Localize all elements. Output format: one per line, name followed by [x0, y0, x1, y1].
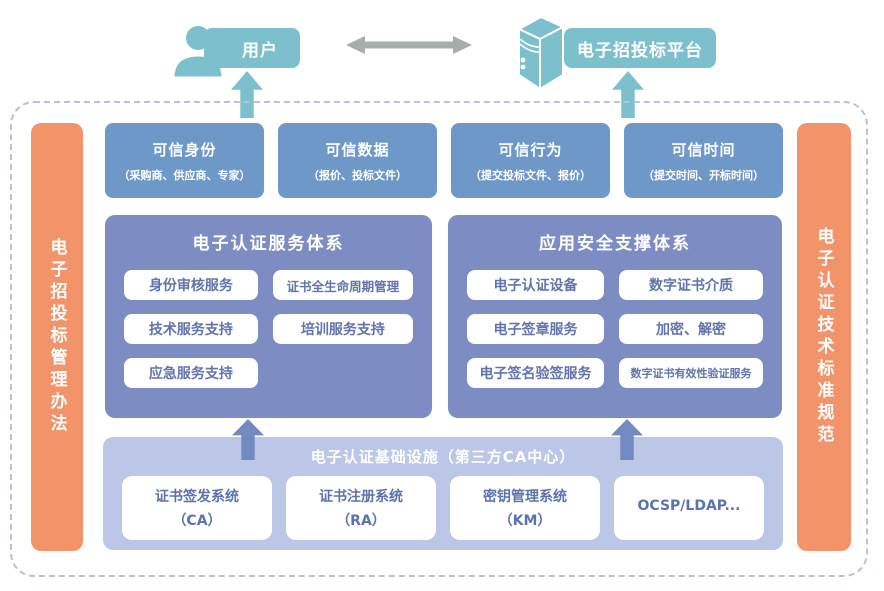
dashed-boundary-frame: [10, 101, 868, 577]
service-pill: 证书全生命周期管理: [272, 270, 413, 300]
card-line1: 证书签发系统: [155, 489, 239, 505]
support-system-title: 应用安全支撑体系: [539, 234, 691, 254]
platform-label-box: 电子招投标平台: [564, 28, 716, 68]
bidirectional-arrow-icon: [346, 36, 472, 54]
ca-infrastructure-box: 电子认证基础设施（第三方CA中心） 证书签发系统 （CA） 证书注册系统 （RA…: [103, 437, 783, 550]
trust-box-time: 可信时间 （提交时间、开标时间）: [624, 123, 783, 198]
card-line2: （KM）: [498, 513, 552, 529]
trust-subtitle: （报价、投标文件）: [308, 168, 407, 182]
infra-card-km: 密钥管理系统 （KM）: [450, 476, 600, 540]
service-pill: 身份审核服务: [124, 270, 258, 300]
user-label-box: 用户: [204, 28, 300, 68]
support-pill: 数字证书介质: [619, 270, 763, 300]
infra-card-ca: 证书签发系统 （CA）: [122, 476, 272, 540]
server-icon: [518, 16, 564, 90]
right-standard-label: 电子认证技术标准规范: [813, 227, 834, 447]
support-pill: 加密、解密: [619, 314, 763, 344]
service-pill: 应急服务支持: [124, 358, 258, 388]
card-line1: 密钥管理系统: [483, 489, 567, 505]
trust-box-data: 可信数据 （报价、投标文件）: [278, 123, 437, 198]
card-line1: 证书注册系统: [319, 489, 403, 505]
support-pill: 电子签名验签服务: [467, 358, 605, 388]
trust-subtitle: （提交投标文件、报价）: [470, 168, 591, 182]
trust-subtitle: （采购商、供应商、专家）: [118, 168, 251, 182]
trust-title: 可信时间: [671, 140, 736, 159]
trust-subtitle: （提交时间、开标时间）: [643, 168, 764, 182]
trust-title: 可信行为: [498, 140, 563, 159]
left-regulation-label: 电子招投标管理办法: [46, 238, 67, 436]
infrastructure-title: 电子认证基础设施（第三方CA中心）: [310, 448, 576, 466]
infrastructure-card-row: 证书签发系统 （CA） 证书注册系统 （RA） 密钥管理系统 （KM） OCSP…: [103, 476, 783, 540]
support-pill-grid: 电子认证设备 数字证书介质 电子签章服务 加密、解密 电子签名验签服务 数字证书…: [448, 270, 782, 388]
support-pill: 电子认证设备: [467, 270, 605, 300]
card-line1: OCSP/LDAP...: [637, 498, 741, 514]
support-pill: 数字证书有效性验证服务: [619, 358, 763, 388]
infra-card-ocsp-ldap: OCSP/LDAP...: [614, 476, 764, 540]
infra-card-ra: 证书注册系统 （RA）: [286, 476, 436, 540]
support-pill: 电子签章服务: [467, 314, 605, 344]
user-label: 用户: [242, 40, 278, 61]
service-system-title: 电子认证服务体系: [192, 234, 345, 254]
card-line2: （RA）: [336, 513, 386, 529]
service-pill: 培训服务支持: [272, 314, 413, 344]
platform-label: 电子招投标平台: [577, 40, 703, 61]
trust-title: 可信数据: [325, 140, 390, 159]
card-line2: （CA）: [172, 513, 222, 529]
service-pill-grid: 身份审核服务 证书全生命周期管理 技术服务支持 培训服务支持 应急服务支持: [105, 270, 432, 388]
right-standard-bar: 电子认证技术标准规范: [797, 123, 851, 551]
trust-box-identity: 可信身份 （采购商、供应商、专家）: [105, 123, 264, 198]
e-auth-service-system-box: 电子认证服务体系 身份审核服务 证书全生命周期管理 技术服务支持 培训服务支持 …: [105, 215, 432, 418]
trust-attribute-row: 可信身份 （采购商、供应商、专家） 可信数据 （报价、投标文件） 可信行为 （提…: [105, 123, 783, 198]
app-security-support-system-box: 应用安全支撑体系 电子认证设备 数字证书介质 电子签章服务 加密、解密 电子签名…: [448, 215, 782, 418]
trust-title: 可信身份: [152, 140, 217, 159]
left-regulation-bar: 电子招投标管理办法: [31, 123, 83, 551]
service-pill: 技术服务支持: [124, 314, 258, 344]
trust-box-behavior: 可信行为 （提交投标文件、报价）: [451, 123, 610, 198]
